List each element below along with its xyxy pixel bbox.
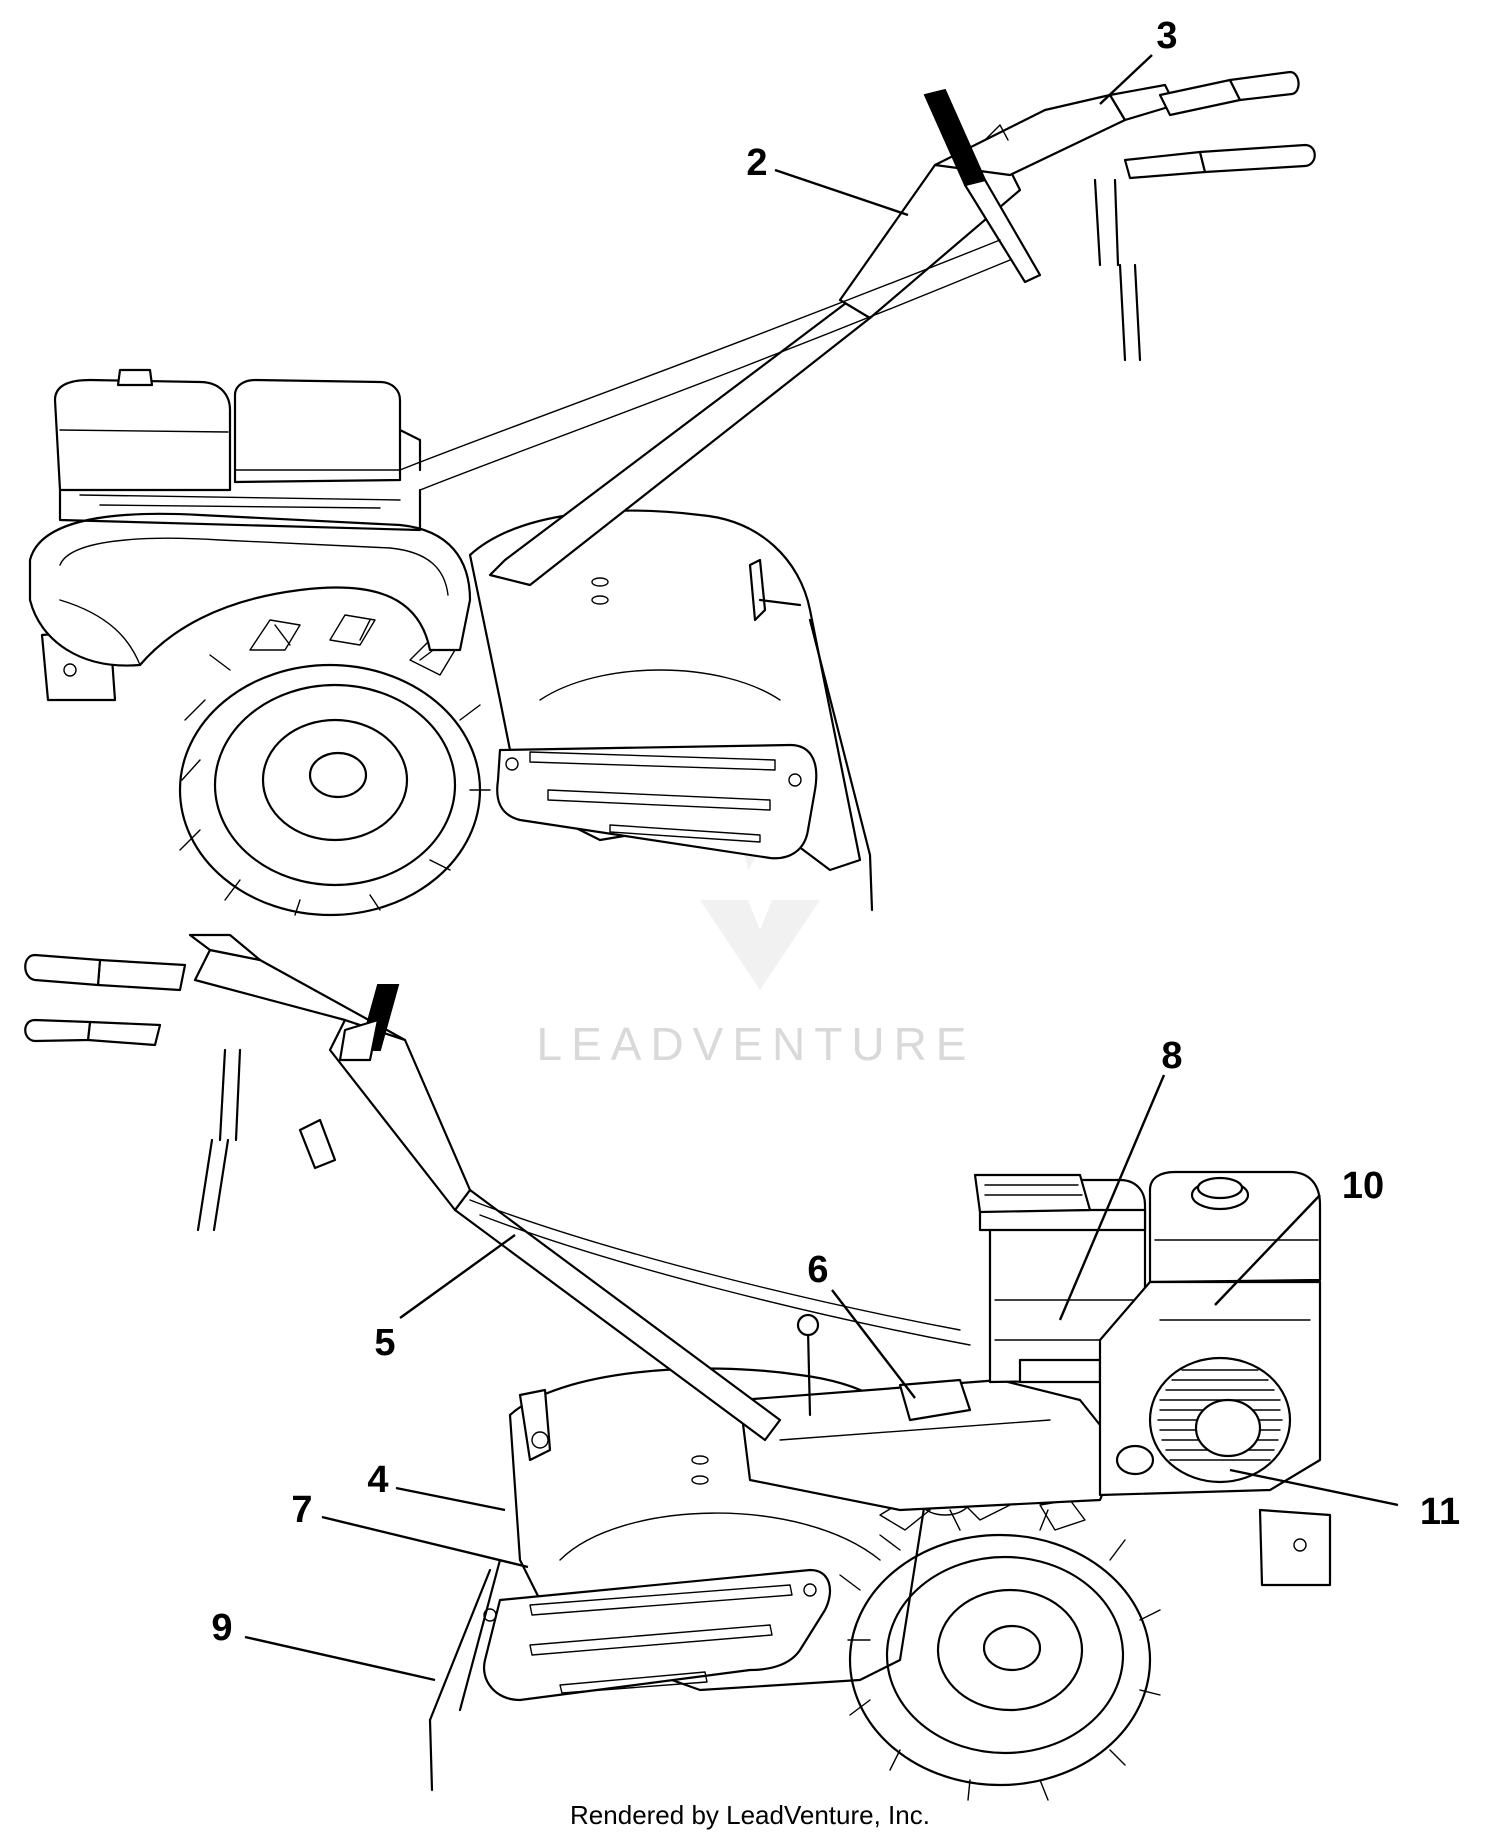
leader-6 — [831, 1289, 916, 1399]
leader-8 — [1058, 1074, 1166, 1321]
callout-2: 2 — [746, 142, 767, 184]
leader-5 — [399, 1234, 516, 1319]
callout-7: 7 — [291, 1489, 312, 1531]
leader-10 — [1214, 1194, 1321, 1306]
leader-11 — [1229, 1468, 1399, 1507]
leader-3 — [1099, 54, 1153, 105]
callout-3: 3 — [1156, 15, 1177, 57]
leader-2 — [774, 168, 909, 217]
callout-6: 6 — [807, 1249, 828, 1291]
callout-9: 9 — [211, 1607, 232, 1649]
callout-5: 5 — [374, 1322, 395, 1364]
callout-10: 10 — [1342, 1165, 1384, 1207]
callout-4: 4 — [367, 1459, 388, 1501]
leader-4 — [395, 1486, 506, 1512]
tiller-bottom-view — [24, 933, 1332, 1801]
tiller-top-view — [28, 70, 1316, 917]
callout-8: 8 — [1161, 1035, 1182, 1077]
callout-labels: 2 3 4 5 6 7 8 9 10 11 — [211, 15, 1460, 1649]
leader-lines — [244, 54, 1399, 1682]
footer-credit: Rendered by LeadVenture, Inc. — [570, 1800, 930, 1830]
watermark-text: LEADVENTURE — [537, 1018, 976, 1070]
callout-11: 11 — [1420, 1491, 1460, 1533]
leader-7 — [321, 1515, 529, 1569]
leader-9 — [244, 1635, 436, 1682]
